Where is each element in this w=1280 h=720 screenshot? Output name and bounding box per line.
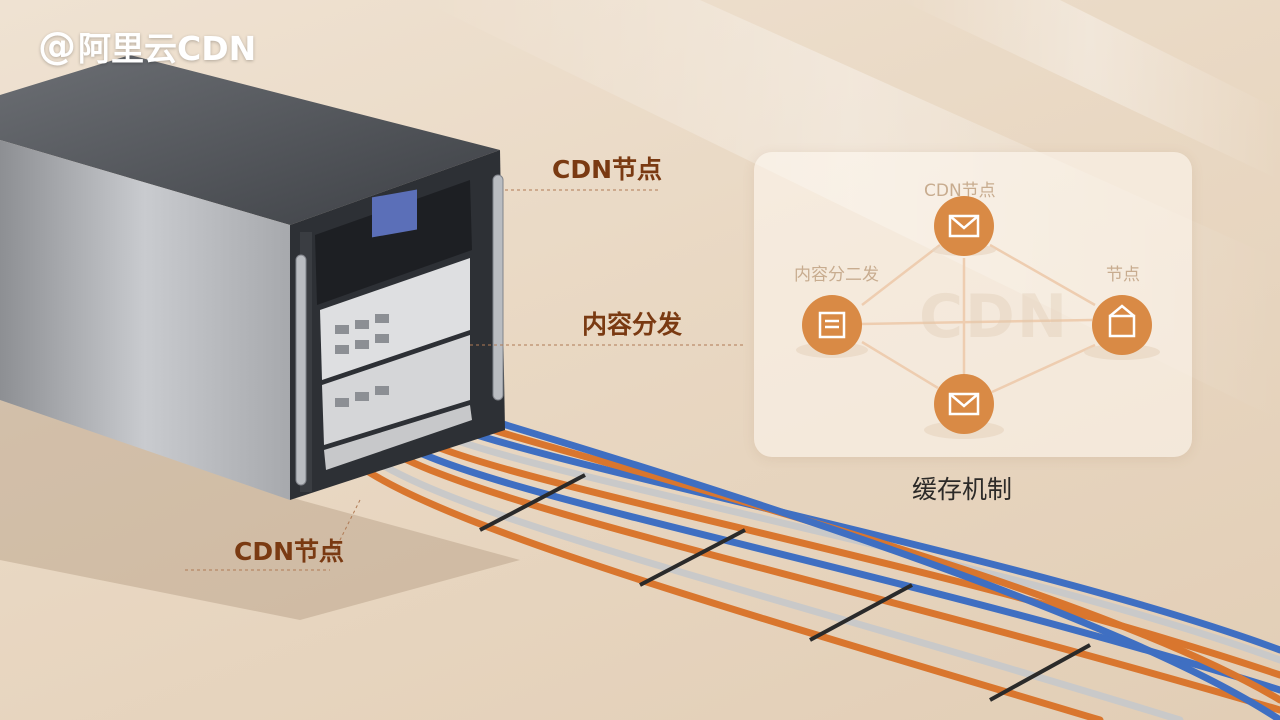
callout-cdn-node-top: CDN节点 <box>552 155 663 184</box>
server-shadow <box>0 400 520 620</box>
network-cables <box>341 410 1280 720</box>
server-rack <box>0 55 505 500</box>
brand-logo: @ 阿里云CDN <box>38 24 256 68</box>
envelope-icon <box>948 392 980 416</box>
node-right <box>1084 295 1160 360</box>
node-top <box>932 196 996 256</box>
node-left <box>796 295 868 358</box>
cable-ties <box>479 473 1091 702</box>
document-icon <box>818 311 846 339</box>
panel-watermark: CDN <box>919 282 1070 352</box>
node-top-label: CDN节点 <box>924 181 996 201</box>
callout-lines <box>185 189 745 571</box>
cabinet-icon <box>1108 304 1136 338</box>
callout-cdn-node-bottom: CDN节点 <box>234 537 345 566</box>
node-left-label: 内容分二发 <box>794 265 879 285</box>
callout-content-distribution: 内容分发 <box>582 310 683 339</box>
cloud-at-icon: @ <box>38 24 76 68</box>
diagram-caption: 缓存机制 <box>912 475 1013 504</box>
envelope-icon <box>948 214 980 238</box>
node-right-label: 节点 <box>1106 265 1140 285</box>
node-bottom <box>924 374 1004 439</box>
light-beam <box>900 0 1280 180</box>
brand-logo-text: 阿里云CDN <box>78 29 257 68</box>
